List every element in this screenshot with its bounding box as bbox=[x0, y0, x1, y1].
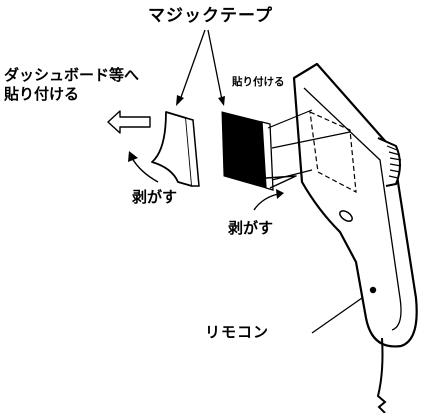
knob-ridges bbox=[386, 145, 402, 179]
remote-label-leader bbox=[311, 297, 363, 334]
remote-face-panel bbox=[303, 87, 402, 331]
remote-cable bbox=[376, 337, 387, 413]
attach-label: 貼り付ける bbox=[232, 76, 285, 88]
tape-curled-edge bbox=[185, 117, 200, 187]
peel-arrow-right bbox=[253, 193, 279, 211]
tape-curled-face bbox=[151, 111, 193, 187]
peel-arrow-left bbox=[131, 157, 159, 183]
attach-direction-arrow bbox=[107, 110, 151, 134]
pointer-to-right-tape bbox=[207, 29, 223, 101]
guide-line-top bbox=[267, 109, 313, 129]
tape-backing-strip bbox=[265, 175, 297, 189]
tape-location-outline bbox=[309, 111, 357, 194]
tape-black-face bbox=[221, 111, 267, 189]
pointer-right-head bbox=[218, 96, 225, 106]
remote-body bbox=[292, 62, 418, 348]
pointer-left-head bbox=[176, 95, 184, 106]
peel-left-label: 剥がす bbox=[132, 188, 178, 206]
attach-dashboard-line1: ダッシュボード等へ bbox=[4, 66, 140, 84]
remote-label: リモコン bbox=[205, 323, 270, 341]
pointer-to-left-tape bbox=[179, 29, 206, 101]
attach-dashboard-line2: 貼り付ける bbox=[4, 84, 80, 103]
guide-line-low bbox=[271, 169, 313, 181]
peel-arrow-left-head bbox=[128, 151, 138, 162]
tape-black-edge bbox=[261, 121, 274, 191]
magic-tape-label: マジックテープ bbox=[148, 6, 273, 26]
remote-knob bbox=[377, 137, 401, 187]
guide-line-mid bbox=[271, 131, 351, 149]
remote-indicator-dot bbox=[369, 286, 377, 294]
peel-right-label: 剥がす bbox=[228, 219, 274, 237]
attach-dashboard-label: ダッシュボード等へ 貼り付ける bbox=[4, 66, 139, 104]
peel-arrow-right-head bbox=[276, 189, 284, 199]
remote-button bbox=[339, 210, 353, 222]
